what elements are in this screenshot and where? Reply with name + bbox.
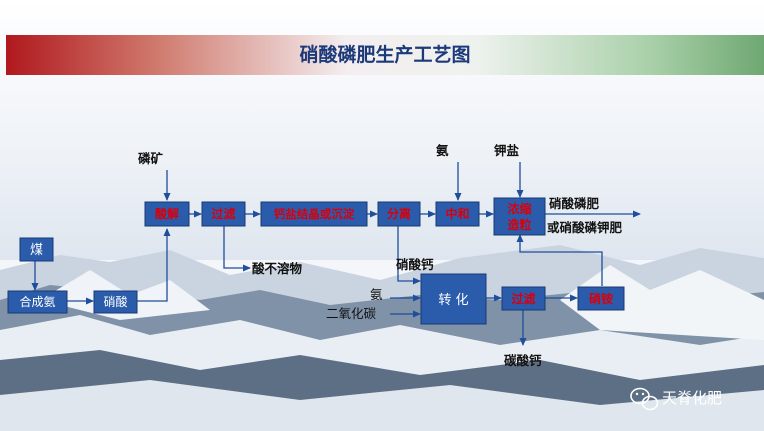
label-eryanghuatan: 二氧化碳 — [326, 306, 377, 321]
node-guolv-1: 过滤 — [201, 201, 246, 227]
label-an-top: 氨 — [436, 143, 449, 158]
arrow-xiaosuan-suanjie — [137, 228, 171, 302]
labels: 磷矿 氨 钾盐 硝酸磷肥 或硝酸磷钾肥 酸不溶物 硝酸钙 氨 二氧化碳 碳酸钙 — [138, 143, 623, 368]
node-xiaosuan: 硝酸 — [93, 290, 138, 314]
label-suanburongwu: 酸不溶物 — [252, 261, 303, 276]
node-nongsuo-zaoli: 浓缩 造粒 — [493, 197, 546, 236]
node-gaiyan-label: 钙盐结晶或沉淀 — [274, 207, 355, 221]
watermark-text: 天脊化肥 — [662, 389, 722, 407]
node-guolv-2: 过滤 — [501, 286, 546, 311]
label-an-mid: 氨 — [370, 287, 383, 302]
node-gaiyan: 钙盐结晶或沉淀 — [260, 201, 368, 227]
node-fenli-label: 分离 — [387, 206, 411, 221]
arrow-suanburongwu — [223, 226, 251, 272]
label-linkuang: 磷矿 — [138, 151, 164, 166]
node-guolv-1-label: 过滤 — [211, 206, 235, 221]
label-product-1: 硝酸磷肥 — [549, 196, 600, 211]
node-zhuanhua: 转 化 — [420, 273, 487, 325]
node-fenli: 分离 — [377, 201, 421, 227]
wechat-icon — [630, 387, 659, 411]
node-guolv-2-label: 过滤 — [511, 291, 535, 306]
node-suanjie: 酸解 — [144, 201, 190, 227]
page-title: 硝酸磷肥生产工艺图 — [299, 44, 471, 66]
node-zhuanhua-label: 转 化 — [438, 293, 468, 308]
node-suanjie-label: 酸解 — [155, 206, 179, 221]
watermark: 天脊化肥 — [630, 387, 722, 411]
label-jiayan: 钾盐 — [494, 143, 520, 158]
node-mei: 煤 — [19, 237, 54, 262]
arrow-xiaosuangai-zhuanhua — [397, 226, 421, 285]
node-xiaosuan-label: 硝酸 — [103, 294, 127, 309]
label-xiaosuangai: 硝酸钙 — [396, 257, 434, 272]
node-xiaoan-label: 硝铵 — [589, 291, 613, 306]
arrow-xiaoan-nongsuo — [516, 234, 603, 286]
node-hechengan: 合成氨 — [7, 290, 68, 314]
process-boxes: 酸解 过滤 钙盐结晶或沉淀 分离 中和 浓缩 造粒 — [7, 197, 625, 325]
node-zhonghe: 中和 — [435, 201, 480, 227]
title-bar: 硝酸磷肥生产工艺图 — [6, 35, 764, 75]
label-tansuangai: 碳酸钙 — [504, 353, 542, 368]
node-mei-label: 煤 — [30, 243, 43, 258]
label-product-2: 或硝酸磷钾肥 — [547, 220, 623, 235]
node-hechengan-label: 合成氨 — [19, 294, 55, 309]
node-xiaoan: 硝铵 — [577, 286, 625, 311]
node-zhonghe-label: 中和 — [445, 206, 469, 221]
node-zaoli-label: 造粒 — [507, 217, 531, 232]
node-nongsuo-label: 浓缩 — [507, 201, 531, 216]
connectors — [31, 162, 641, 346]
